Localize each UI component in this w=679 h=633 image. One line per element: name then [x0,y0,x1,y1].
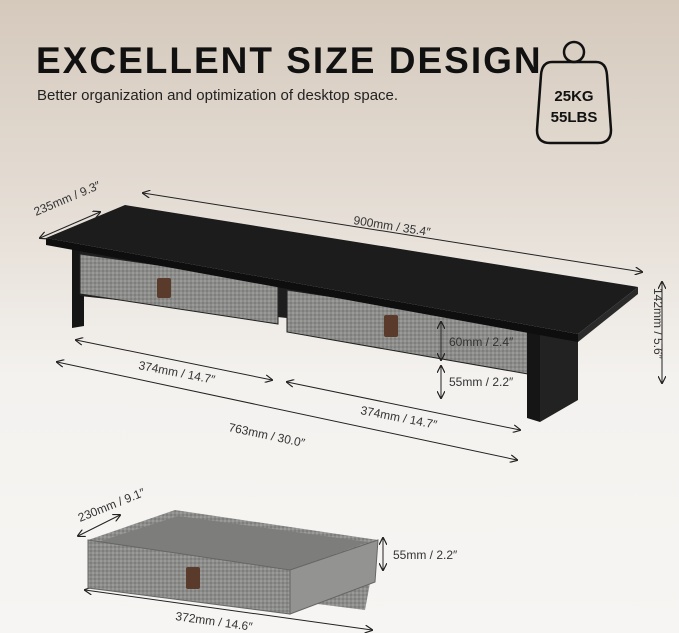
drawer-tray [87,510,379,615]
weight-lbs: 55LBS [551,109,598,126]
weight-icon: 25KG 55LBS [535,40,613,145]
drawer-handle [186,567,200,589]
drawer-right-width-label: 374mm / 14.7″ [359,403,439,432]
page-subtitle: Better organization and optimization of … [37,87,399,104]
width-label: 900mm / 35.4″ [353,213,433,239]
inner-width-label: 763mm / 30.0″ [227,420,307,450]
depth-label: 235mm / 9.3″ [32,178,103,219]
drawer-handle [157,278,171,298]
tray-width-label: 372mm / 14.6″ [175,609,255,633]
monitor-stand [46,205,638,422]
drawer-handle [384,315,398,337]
drawer-left-width-label: 374mm / 14.7″ [137,358,217,387]
clearance-label: 55mm / 2.2″ [449,375,514,389]
height-label: 142mm / 5.6″ [651,288,665,360]
page-title: EXCELLENT SIZE DESIGN [36,40,543,81]
drawer-height-label: 60mm / 2.4″ [449,335,514,349]
weight-kg: 25KG [554,88,593,105]
tray-height-label: 55mm / 2.2″ [393,548,458,562]
